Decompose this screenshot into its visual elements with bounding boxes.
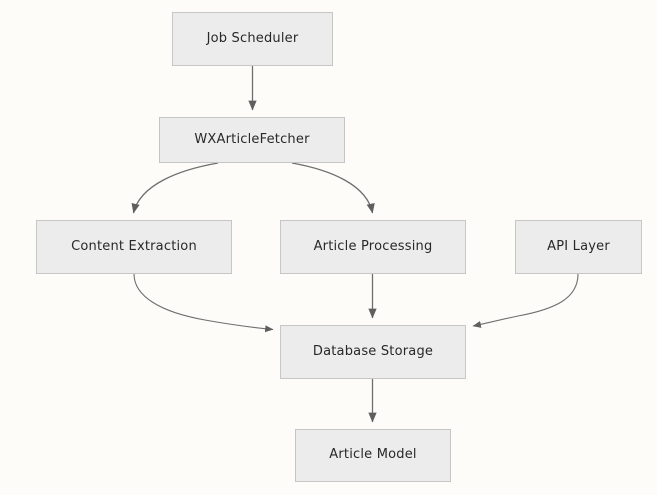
edge-content-extraction-to-database-storage [133,273,274,333]
node-label-content-extraction: Content Extraction [71,238,197,254]
edge-api-layer-to-database-storage [472,273,579,328]
node-content-extraction[interactable]: Content Extraction [36,220,232,274]
edge-wx-article-fetcher-to-article-processing [291,162,375,214]
node-label-api-layer: API Layer [547,238,610,254]
node-label-article-model: Article Model [329,447,417,463]
node-label-job-scheduler: Job Scheduler [206,30,299,46]
node-job-scheduler[interactable]: Job Scheduler [172,12,333,66]
node-wx-article-fetcher[interactable]: WXArticleFetcher [159,117,345,163]
node-label-article-processing: Article Processing [313,238,433,254]
node-article-processing[interactable]: Article Processing [280,220,466,274]
node-article-model[interactable]: Article Model [295,429,451,482]
node-label-wx-article-fetcher: WXArticleFetcher [194,131,310,147]
node-database-storage[interactable]: Database Storage [280,325,466,379]
node-label-database-storage: Database Storage [312,343,434,359]
node-api-layer[interactable]: API Layer [515,220,642,274]
edge-wx-article-fetcher-to-content-extraction [131,162,219,214]
